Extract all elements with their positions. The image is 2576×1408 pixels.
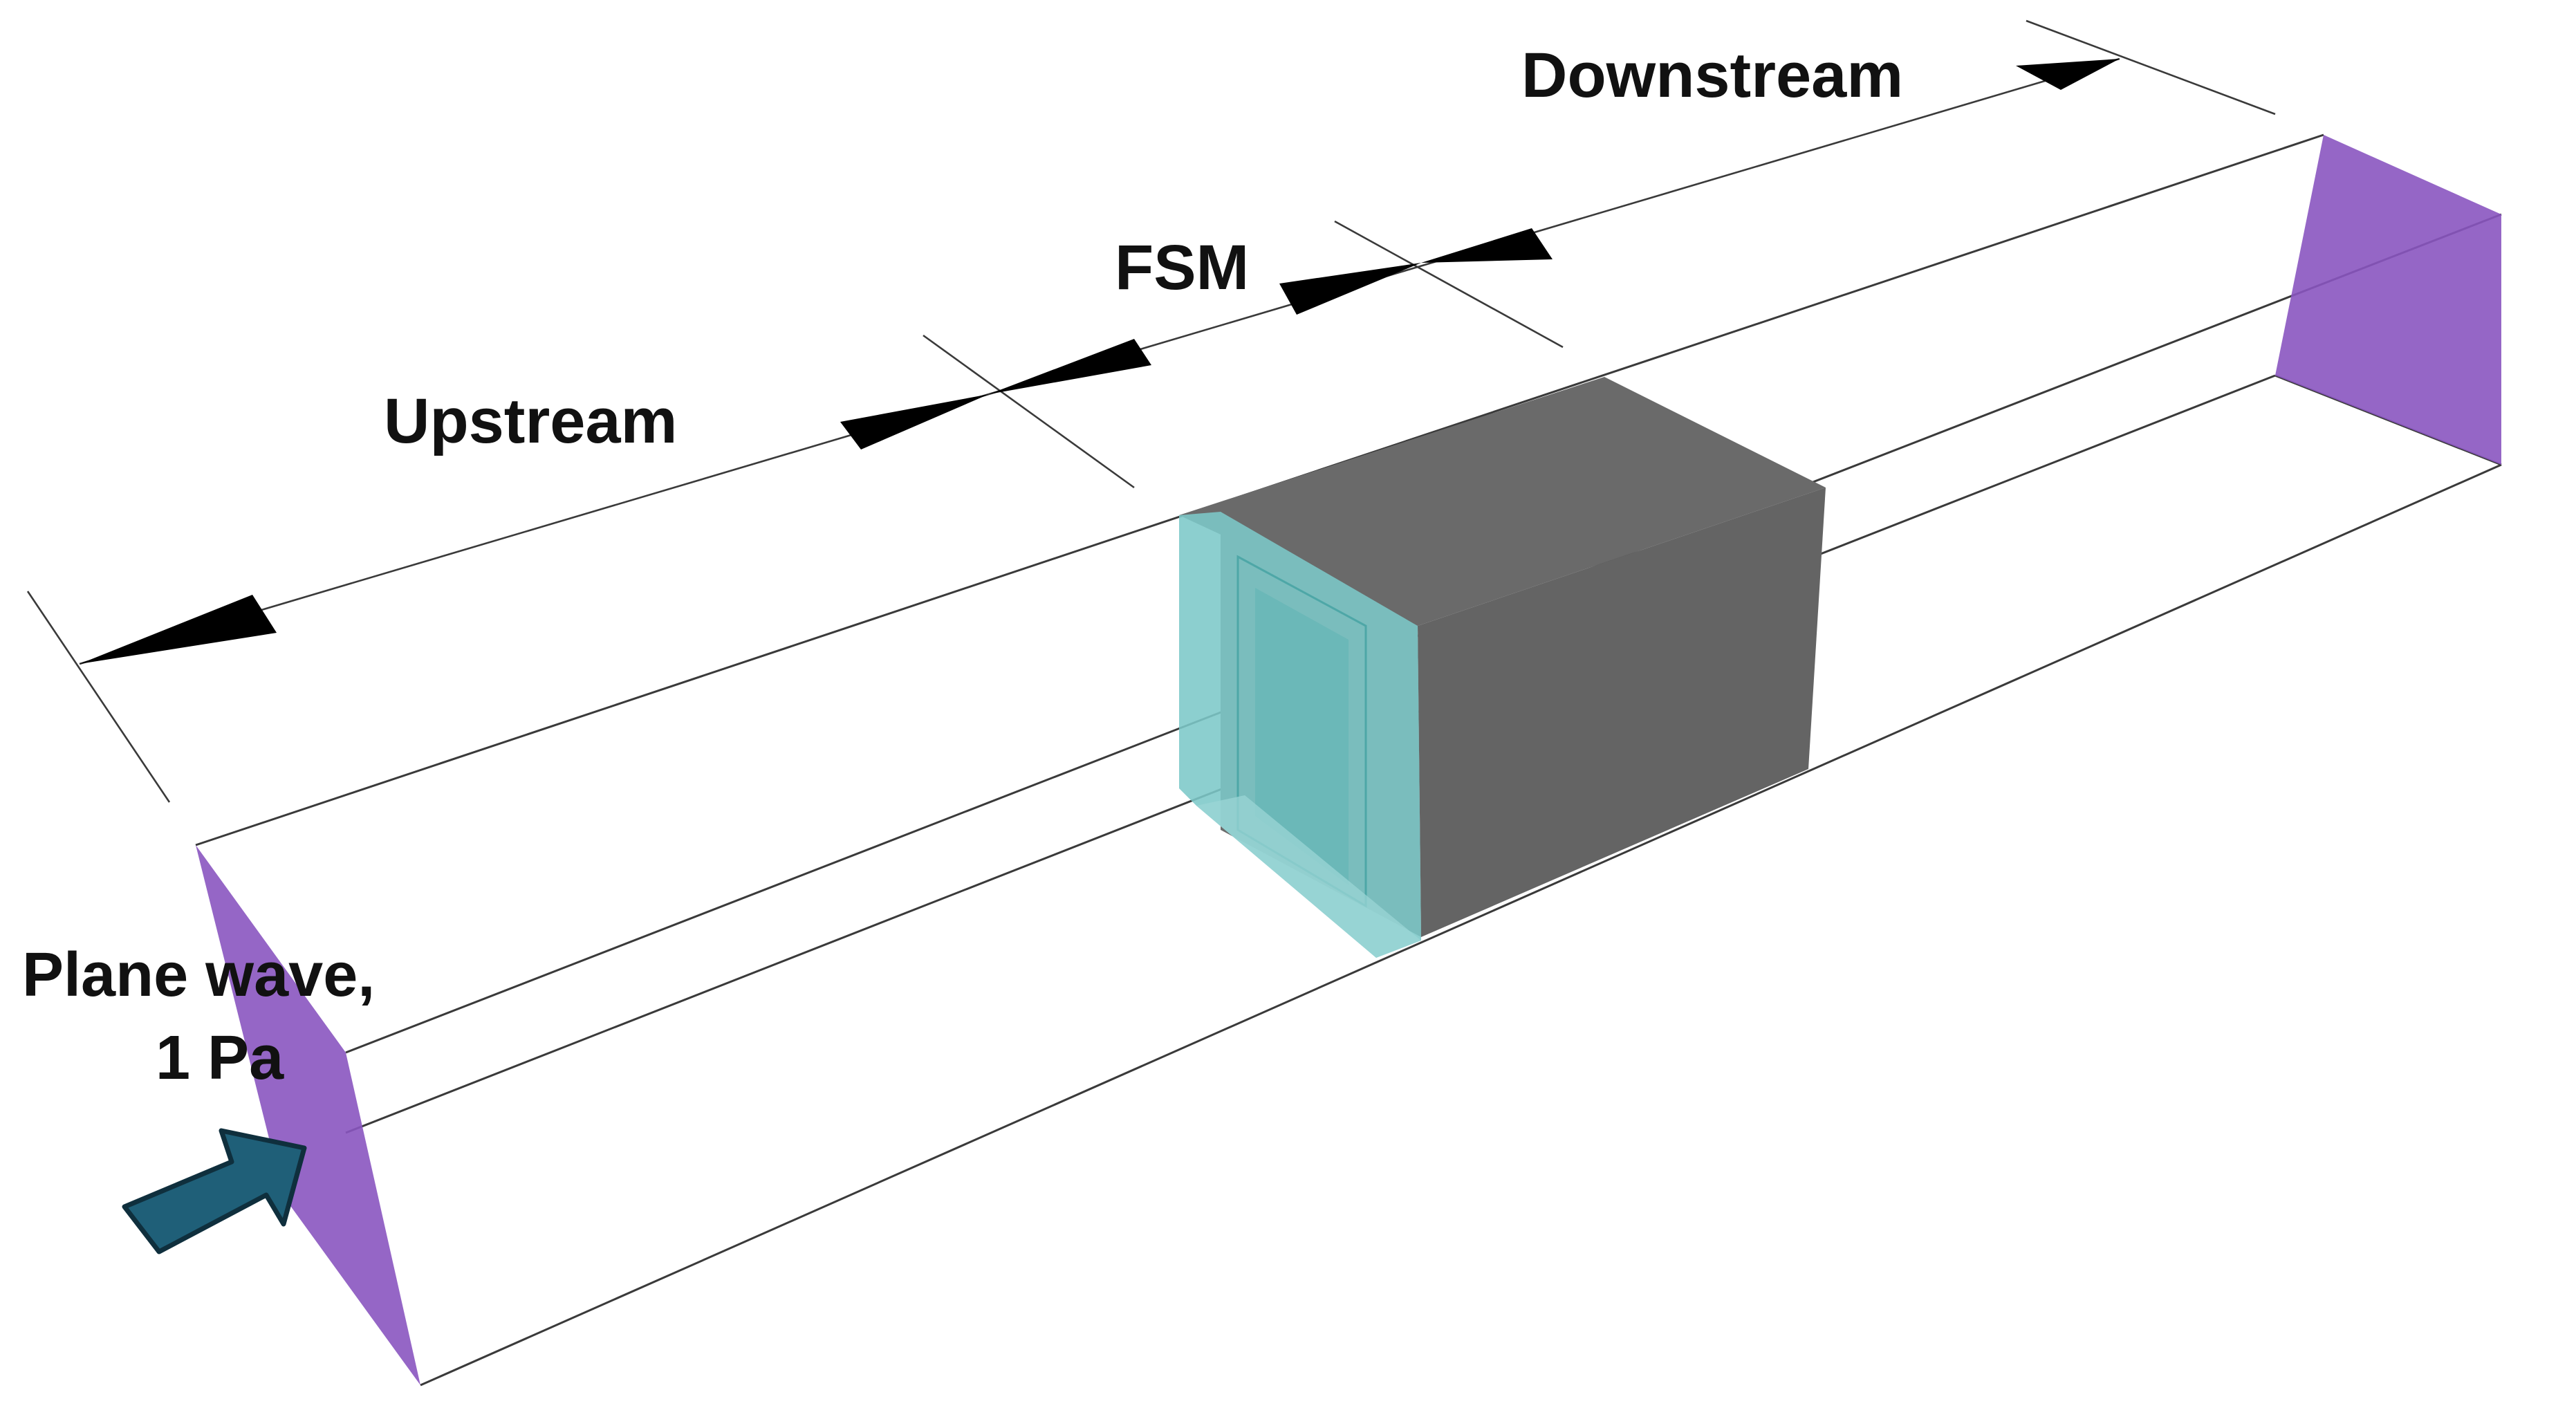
extension-line-1 xyxy=(26,591,171,803)
downstream-arrowhead-right xyxy=(2016,59,2120,90)
inlet-port-face xyxy=(196,845,420,1385)
dimension-arrowheads xyxy=(80,59,2120,664)
arrow-right-icon xyxy=(122,1128,307,1254)
extension-line-4 xyxy=(2026,19,2276,115)
source-label-line2: 1 Pa xyxy=(156,1023,284,1093)
upstream-arrowhead-left xyxy=(80,595,277,664)
duct-edge-bottom-front xyxy=(420,463,2502,1387)
plane-wave-arrow xyxy=(122,1128,307,1254)
outlet-port-face xyxy=(2275,135,2501,465)
extension-line-3 xyxy=(1334,220,1564,349)
fsm-block xyxy=(1179,377,1826,958)
fsm-front-inner-panel xyxy=(1255,588,1349,885)
downstream-label: Downstream xyxy=(1521,40,1903,111)
fsm-arrowhead-left xyxy=(989,339,1151,394)
upstream-label: Upstream xyxy=(384,386,677,456)
fsm-front-lower-edge xyxy=(1196,795,1421,958)
dimension-extensions xyxy=(26,19,2276,803)
fsm-label: FSM xyxy=(1115,232,1249,303)
fsm-arrowhead-right xyxy=(1279,263,1421,315)
source-label-line1: Plane wave, xyxy=(22,941,375,1010)
fsm-block-side xyxy=(1418,488,1826,937)
fsm-block-top xyxy=(1179,377,1826,626)
extension-line-2 xyxy=(923,334,1135,489)
downstream-arrowhead-left xyxy=(1421,228,1553,263)
upstream-arrowhead-right xyxy=(840,394,989,450)
